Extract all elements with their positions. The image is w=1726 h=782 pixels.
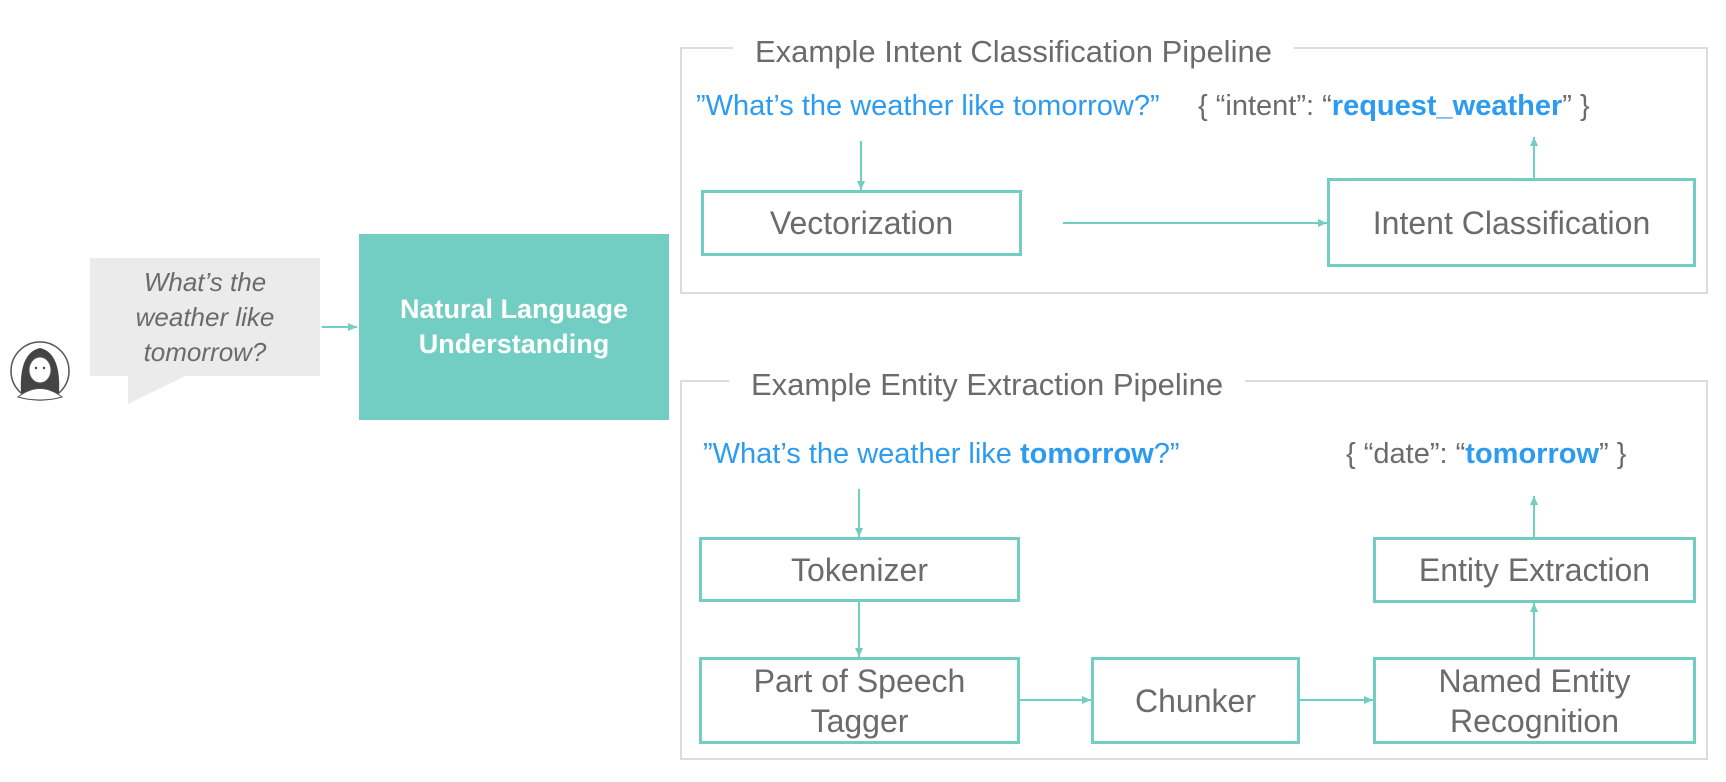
intent-output-prefix: { “intent”: “ bbox=[1198, 90, 1332, 122]
step-intent-classification: Intent Classification bbox=[1327, 178, 1696, 267]
entity-output: { “date”: “tomorrow” } bbox=[1346, 436, 1626, 472]
entity-output-suffix: ” } bbox=[1599, 438, 1627, 470]
entity-utterance: ”What’s the weather like tomorrow?” bbox=[703, 436, 1180, 472]
nlu-box: Natural Language Understanding bbox=[359, 234, 669, 420]
speech-bubble-text: What’s the weather like tomorrow? bbox=[135, 266, 275, 367]
entity-utterance-entity: tomorrow bbox=[1020, 438, 1154, 470]
entity-output-value: tomorrow bbox=[1465, 438, 1599, 470]
step-pos-tagger: Part of Speech Tagger bbox=[699, 657, 1020, 744]
speech-bubble: What’s the weather like tomorrow? bbox=[90, 258, 320, 376]
intent-pipeline-title: Example Intent Classification Pipeline bbox=[733, 32, 1294, 72]
speech-bubble-tail bbox=[128, 376, 185, 404]
step-named-entity-recognition: Named Entity Recognition bbox=[1373, 657, 1696, 744]
entity-output-prefix: { “date”: “ bbox=[1346, 438, 1466, 470]
step-vectorization: Vectorization bbox=[701, 190, 1022, 256]
step-tokenizer: Tokenizer bbox=[699, 537, 1020, 602]
intent-output-suffix: ” } bbox=[1562, 90, 1590, 122]
step-chunker: Chunker bbox=[1091, 657, 1300, 744]
intent-output-value: request_weather bbox=[1331, 90, 1563, 122]
user-avatar-icon bbox=[10, 341, 70, 401]
intent-output: { “intent”: “request_weather” } bbox=[1198, 88, 1590, 124]
entity-utterance-suffix: ?” bbox=[1153, 438, 1180, 470]
entity-utterance-prefix: ”What’s the weather like bbox=[703, 438, 1020, 470]
nlu-label: Natural Language Understanding bbox=[399, 294, 629, 359]
intent-utterance: ”What’s the weather like tomorrow?” bbox=[696, 88, 1160, 124]
step-entity-extraction: Entity Extraction bbox=[1373, 537, 1696, 603]
entity-pipeline-title: Example Entity Extraction Pipeline bbox=[729, 365, 1246, 405]
intent-utterance-text: ”What’s the weather like tomorrow?” bbox=[696, 90, 1160, 122]
